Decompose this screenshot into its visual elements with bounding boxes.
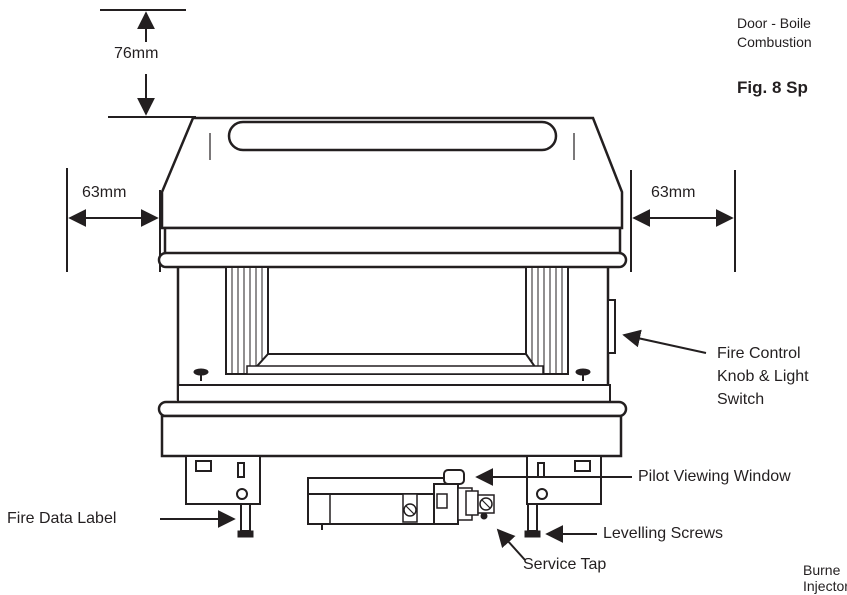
callout-leaders [160, 329, 707, 561]
fire-body [157, 266, 628, 458]
top-dimension [100, 9, 196, 118]
service-tap-label: Service Tap [523, 556, 607, 573]
burner-text-line2: Injector [803, 578, 847, 594]
fire-data-label: Fire Data Label [7, 510, 117, 527]
levelling-screws-label: Levelling Screws [603, 525, 724, 542]
left-clearance-label: 63mm [82, 184, 127, 201]
right-clearance-label: 63mm [651, 184, 696, 201]
fire-control-label-line1: Fire Control [717, 345, 801, 362]
figure-title: Fig. 8 Sp [737, 78, 808, 97]
door-text-line1: Door - Boile [737, 15, 811, 31]
diagram-canvas: 76mm 63mm 63mm Fire Control Knob & Light… [7, 9, 847, 594]
door-text-line2: Combustion [737, 34, 812, 50]
burner-text-line1: Burne [803, 562, 841, 578]
top-clearance-label: 76mm [114, 45, 159, 62]
fire-diagram [66, 9, 736, 561]
fire-feet [185, 455, 602, 538]
pilot-window-label: Pilot Viewing Window [638, 468, 791, 485]
fire-control-label-line2: Knob & Light [717, 368, 809, 385]
fire-control-label-line3: Switch [717, 391, 765, 408]
burner-assembly [307, 469, 495, 530]
right-dimension [630, 170, 736, 272]
fire-hood [157, 116, 628, 269]
